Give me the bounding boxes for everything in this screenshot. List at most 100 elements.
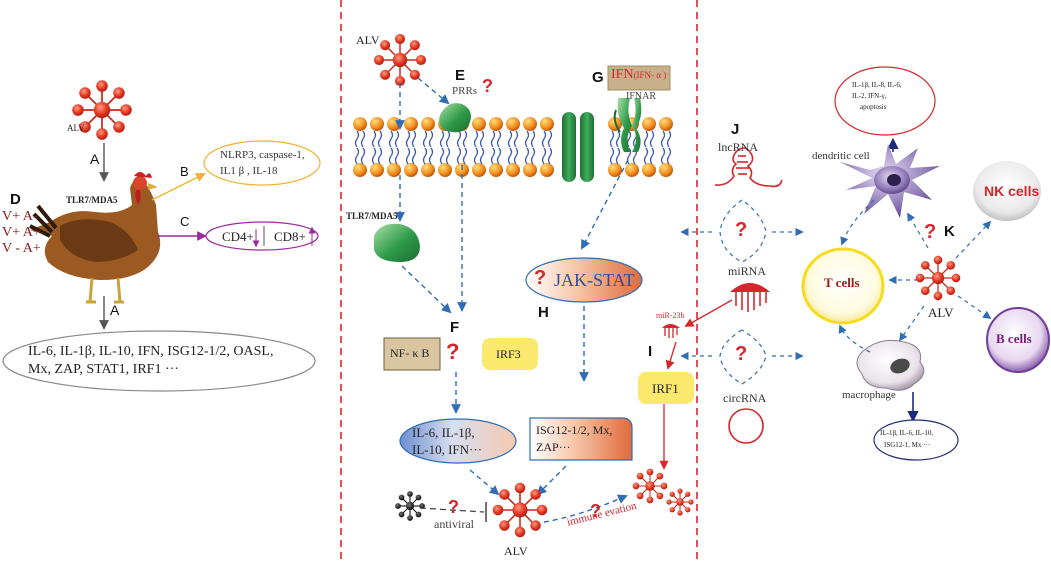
irf3-label: IRF3: [496, 347, 521, 361]
tlr-label-left: TLR7/MDA5: [66, 195, 118, 205]
arrow-alv-to-dc: [907, 212, 929, 249]
nlrp3-line-1: NLRP3, caspase-1,: [220, 149, 305, 161]
middle-cytokine-line-2: IL-10, IFN···: [412, 442, 483, 457]
cd-cells-ellipse: [205, 221, 319, 251]
cytokine-ellipse: [2, 330, 316, 392]
label-h: H: [538, 304, 549, 321]
b-cell-icon: [986, 307, 1050, 373]
irf3-box: [482, 338, 538, 370]
antiviral-label: antiviral: [434, 517, 474, 531]
mac-cytokine-ellipse: [873, 419, 959, 461]
arrow-alv-to-macrophage: [899, 305, 925, 342]
virus-icon-left: [72, 80, 132, 140]
question-k: ?: [924, 221, 937, 243]
genotype-2: V+ A+: [2, 225, 41, 240]
nlrp3-line-2: IL1 β , IL-18: [220, 165, 278, 177]
membrane-channel: [562, 112, 594, 182]
nk-cell-icon: [973, 161, 1041, 221]
label-i: I: [648, 343, 653, 360]
question-jak: ?: [534, 267, 547, 289]
label-c: C: [180, 214, 190, 229]
question-circrna: ?: [735, 343, 748, 365]
label-k: K: [944, 223, 955, 240]
mac-cytokine-line-1: IL-1β, IL-6, IL-10,: [880, 429, 934, 437]
cytokine-line-1: IL-6, IL-1β, IL-10, IFN, ISG12-1/2, OASL…: [28, 344, 274, 359]
circrna-question-loop: [719, 329, 767, 385]
b-cells-label: B cells: [996, 331, 1032, 346]
dc-cytokine-ellipse: [834, 66, 936, 136]
lncrna-label: lncRNA: [718, 140, 758, 154]
dc-cytokine-line-3: apoptosis: [860, 103, 887, 111]
label-j: J: [731, 121, 740, 138]
irf1-label: IRF1: [652, 381, 679, 396]
label-a-top: A: [90, 151, 100, 167]
arrow-tlr7-to-nfkb: [401, 265, 452, 314]
label-d: D: [10, 191, 21, 208]
cd8-label: CD8+: [274, 229, 306, 244]
t-cell-icon: [801, 247, 885, 325]
alv-label-top: ALV: [356, 33, 380, 47]
ifnar-label: IFNAR: [626, 91, 657, 102]
arrow-ifnar-to-jakstat: [581, 159, 629, 250]
arrow-alv-to-nk: [955, 220, 992, 259]
t-cells-label: T cells: [824, 275, 860, 290]
mir23b-icon: [662, 324, 680, 338]
lncrna-question-loop: [719, 199, 767, 263]
alv-label-bottom: ALV: [504, 544, 528, 558]
ifn-text: IFN: [611, 67, 634, 82]
middle-cytokine-line-1: IL-6, IL-1β,: [412, 425, 475, 440]
nlrp3-ellipse: [203, 140, 321, 186]
label-a-bottom: A: [110, 302, 120, 318]
cytokine-middle-ellipse: [399, 418, 517, 464]
prrs-label: PRRs: [452, 85, 478, 97]
dc-cytokine-line-2: IL-2, IFN-γ,: [852, 92, 887, 100]
mir23b-label: miR-23b: [656, 311, 685, 320]
ifn-subtype: (IFN- α ): [633, 70, 667, 80]
tlr7-mda5-receptor: [374, 223, 420, 262]
question-antiviral: ?: [448, 497, 459, 517]
arrow-mirna-to-mir23b: [684, 299, 733, 327]
lncrna-icon: [714, 147, 783, 188]
virus-icon-alv-right: [915, 255, 961, 301]
nk-cells-label: NK cells: [984, 183, 1040, 199]
tlr-label-middle: TLR7/MDA5: [346, 211, 398, 221]
dendritic-cell-label: dendritic cell: [812, 150, 870, 162]
antiviral-particle-icon: [395, 491, 425, 521]
arrow-alv-immune-evasion: [543, 494, 628, 523]
virus-icon-top: [373, 33, 427, 87]
mac-cytokine-line-2: ISG12-1, Mx ···: [884, 441, 931, 449]
arrow-mir23b-to-irf1: [665, 341, 677, 370]
isg-line-2: ZAP···: [536, 440, 571, 454]
question-f: ?: [446, 339, 460, 364]
antiviral-inhibition-line: [419, 507, 485, 513]
question-lncrna: ?: [735, 219, 748, 241]
arrow-alv-to-prr: [417, 77, 450, 105]
virus-icon-evading-2: [666, 488, 694, 516]
cd4-label: CD4+: [222, 229, 254, 244]
jak-stat-label: JAK-STAT: [554, 270, 635, 290]
ifnar-receptor: [613, 98, 642, 152]
nfkb-label: NF- κ B: [390, 346, 430, 360]
arrow-cytokines-to-alv: [469, 469, 500, 496]
genotype-1: V+ A-: [2, 209, 38, 224]
ifn-label: IFN(IFN- α ): [611, 68, 666, 82]
question-evasion: ?: [590, 501, 601, 521]
arrow-to-nlrp3: [151, 173, 206, 201]
chicken-icon: [29, 172, 161, 304]
arrow-dc-to-tcell: [840, 199, 875, 246]
jak-stat-ellipse: [525, 257, 643, 303]
ifn-box: [607, 65, 671, 91]
arrow-isg-to-alv: [536, 465, 567, 496]
virus-icon-evading-1: [632, 468, 668, 504]
arrow-macrophage-to-tcell: [838, 324, 871, 353]
dendritic-cell-icon: [840, 144, 940, 218]
mirna-icon: [730, 283, 770, 312]
question-e: ?: [482, 76, 493, 96]
macrophage-icon: [856, 339, 925, 391]
dc-cytokine-line-1: IL-1β, IL-8, IL-6,: [852, 81, 902, 89]
cytokine-line-2: Mx, ZAP, STAT1, IRF1 ···: [28, 362, 179, 377]
isg-line-1: ISG12-1/2, Mx,: [536, 423, 613, 437]
isg-box: [529, 417, 633, 461]
label-e: E: [455, 67, 466, 84]
